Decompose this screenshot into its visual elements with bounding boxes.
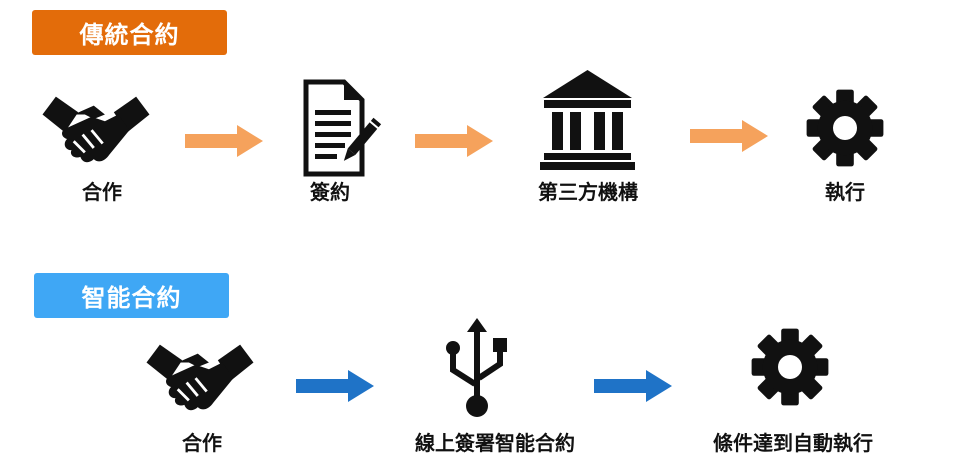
bank-building-icon — [540, 70, 635, 170]
traditional-arrow-3 — [690, 120, 768, 152]
traditional-contract-badge: 傳統合約 — [32, 10, 227, 55]
smart-step-auto-execute-label: 條件達到自動執行 — [713, 431, 873, 455]
traditional-arrow-1 — [185, 125, 263, 157]
traditional-step-third-party-label: 第三方機構 — [538, 180, 638, 204]
usb-icon — [446, 318, 507, 417]
document-pen-icon — [303, 79, 382, 177]
traditional-contract-title: 傳統合約 — [79, 21, 180, 49]
smart-arrow-2 — [594, 370, 672, 402]
smart-contract-badge: 智能合約 — [34, 273, 229, 318]
smart-contract-title: 智能合約 — [81, 284, 182, 312]
traditional-step-sign-label: 簽約 — [310, 180, 350, 204]
gear-icon — [750, 327, 830, 407]
traditional-step-execute-label: 執行 — [825, 180, 865, 204]
handshake-icon — [135, 338, 265, 416]
handshake-icon — [30, 90, 162, 168]
smart-arrow-1 — [296, 370, 374, 402]
smart-step-cooperate-label: 合作 — [182, 431, 222, 455]
smart-step-online-sign-label: 線上簽署智能合約 — [415, 431, 575, 455]
gear-icon — [805, 88, 885, 168]
traditional-step-cooperate-label: 合作 — [82, 180, 122, 204]
traditional-arrow-2 — [415, 125, 493, 157]
